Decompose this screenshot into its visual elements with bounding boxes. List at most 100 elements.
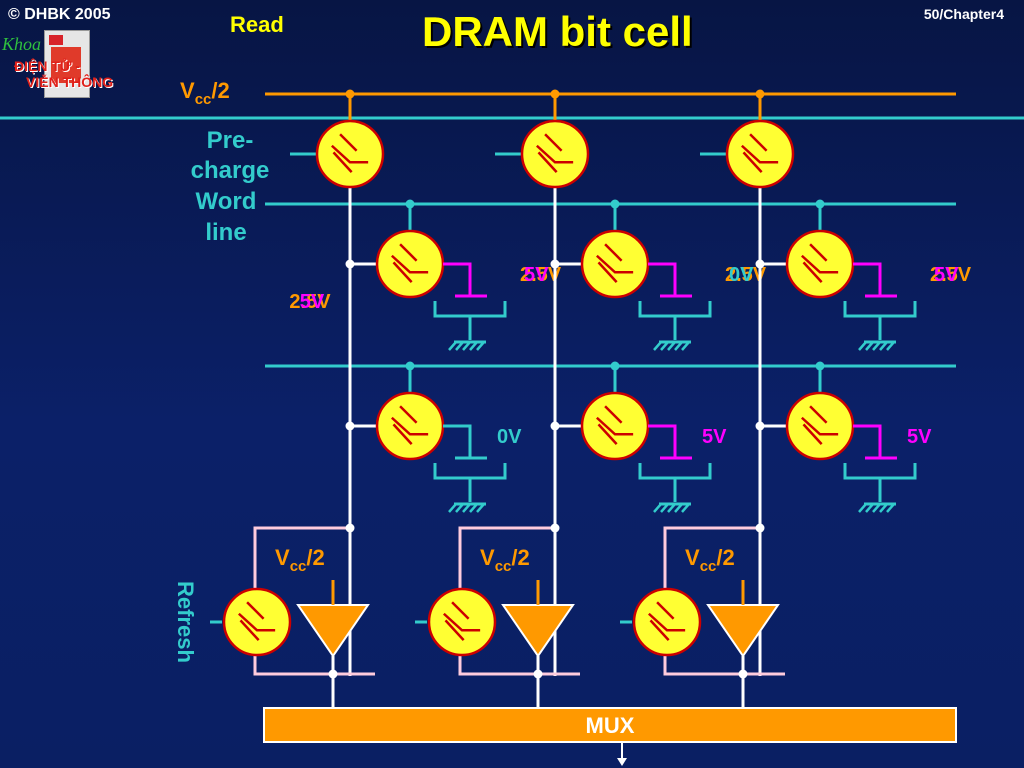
amp-junction-dot [738,669,748,679]
cell-voltage-a: 2.5V [930,264,972,286]
refresh-transistor [632,587,702,657]
transistor-gate [802,423,823,445]
faculty-logo: Khoa ĐIỆN TỬ - VIỄN THÔNG [0,28,120,100]
amp-junction-dot [328,669,338,679]
transistor-body [520,119,590,189]
transistor-switch [399,405,418,424]
transistor-gate [597,423,618,445]
sense-amplifier [501,604,575,658]
transistor-switch [339,133,358,152]
logo-book-icon [44,30,90,98]
transistor-channel [238,612,276,632]
transistor-gate [239,619,260,641]
transistor-gate [649,619,670,641]
capacitor-plate-bottom [638,301,712,318]
transistor-body [580,391,650,461]
amp-vcc-label: Vcc/2 [275,545,325,575]
transistor-body [632,587,702,657]
sense-amplifier [706,604,780,658]
transistor-switch [246,601,265,620]
vcc-half-label: Vcc/2 [180,78,230,108]
capacitor-lead [648,262,677,296]
vcc-junction-dot [345,89,355,99]
bitline-voltage-b: 5V [300,291,325,313]
wordline-label-line1: Word [196,188,257,215]
slide-title: DRAM bit cell [422,8,693,55]
vcc-junction-dot [755,89,765,99]
logo-line1: ĐIỆN TỬ - [14,58,81,74]
transistor-body [222,587,292,657]
ground-icon [448,340,486,351]
capacitor-lead [853,424,882,458]
capacitor-plate-bottom [433,463,507,480]
cell-voltage: 5V [702,426,727,448]
transistor-channel [741,144,779,164]
transistor-gate [332,151,353,173]
transistor-gate [392,261,413,283]
mux-output-arrow-icon [617,758,627,766]
amp-junction-dot [533,669,543,679]
cell-voltage-a: 2.5V [725,264,767,286]
transistor-channel [391,416,429,436]
logo-khoa-text: Khoa [2,34,42,54]
bitline-voltage-a: 2.5V [289,291,331,313]
page-number: 50/Chapter4 [923,6,1004,22]
mux-label: MUX [586,713,635,738]
cell-voltage: 0V [497,426,522,448]
ground-icon [448,502,486,513]
cell-access-transistor [375,391,445,461]
transistor-switch [451,601,470,620]
refresh-feedback-top [253,526,350,590]
bitline-junction-dot [550,421,560,431]
capacitor-plate-bottom [433,301,507,318]
cell-access-transistor [580,391,650,461]
mode-label: Read [230,12,284,37]
transistor-body [375,391,445,461]
transistor-switch [604,243,623,262]
copyright-text: © DHBK 2005 [8,6,111,23]
refresh-label: Refresh [173,581,198,663]
precharge-label-line1: Pre- [207,127,254,154]
refresh-feedback-bottom [663,655,785,676]
vcc-junction-dot [550,89,560,99]
refresh-transistor [427,587,497,657]
refresh-transistor [222,587,292,657]
precharge-transistor [725,119,795,189]
transistor-switch [544,133,563,152]
bitline-junction-dot [345,421,355,431]
transistor-gate [392,423,413,445]
transistor-body [785,229,855,299]
cell-voltage-b: 0V [729,264,754,286]
ground-icon [858,340,896,351]
precharge-label-line2: charge [191,157,270,184]
cell-access-transistor [375,229,445,299]
capacitor-plate-bottom [638,463,712,480]
transistor-channel [391,254,429,274]
transistor-body [375,229,445,299]
transistor-channel [596,416,634,436]
logo-line2: VIỄN THÔNG [26,74,114,90]
sense-amplifier [296,604,370,658]
bitline-junction-dot [755,259,765,269]
transistor-channel [331,144,369,164]
transistor-channel [801,254,839,274]
precharge-transistor [315,119,385,189]
bitline-junction-dot [550,523,560,533]
transistor-gate [742,151,763,173]
wordline-junction-dot [610,199,620,209]
transistor-body [315,119,385,189]
bitline-junction-dot [345,523,355,533]
ground-icon [653,340,691,351]
transistor-gate [537,151,558,173]
transistor-channel [596,254,634,274]
bitline-junction-dot [550,259,560,269]
transistor-body [725,119,795,189]
transistor-body [427,587,497,657]
capacitor-plate-bottom [843,463,917,480]
transistor-gate [444,619,465,641]
transistor-channel [536,144,574,164]
capacitor-lead [853,262,882,296]
wordline-junction-dot [405,361,415,371]
